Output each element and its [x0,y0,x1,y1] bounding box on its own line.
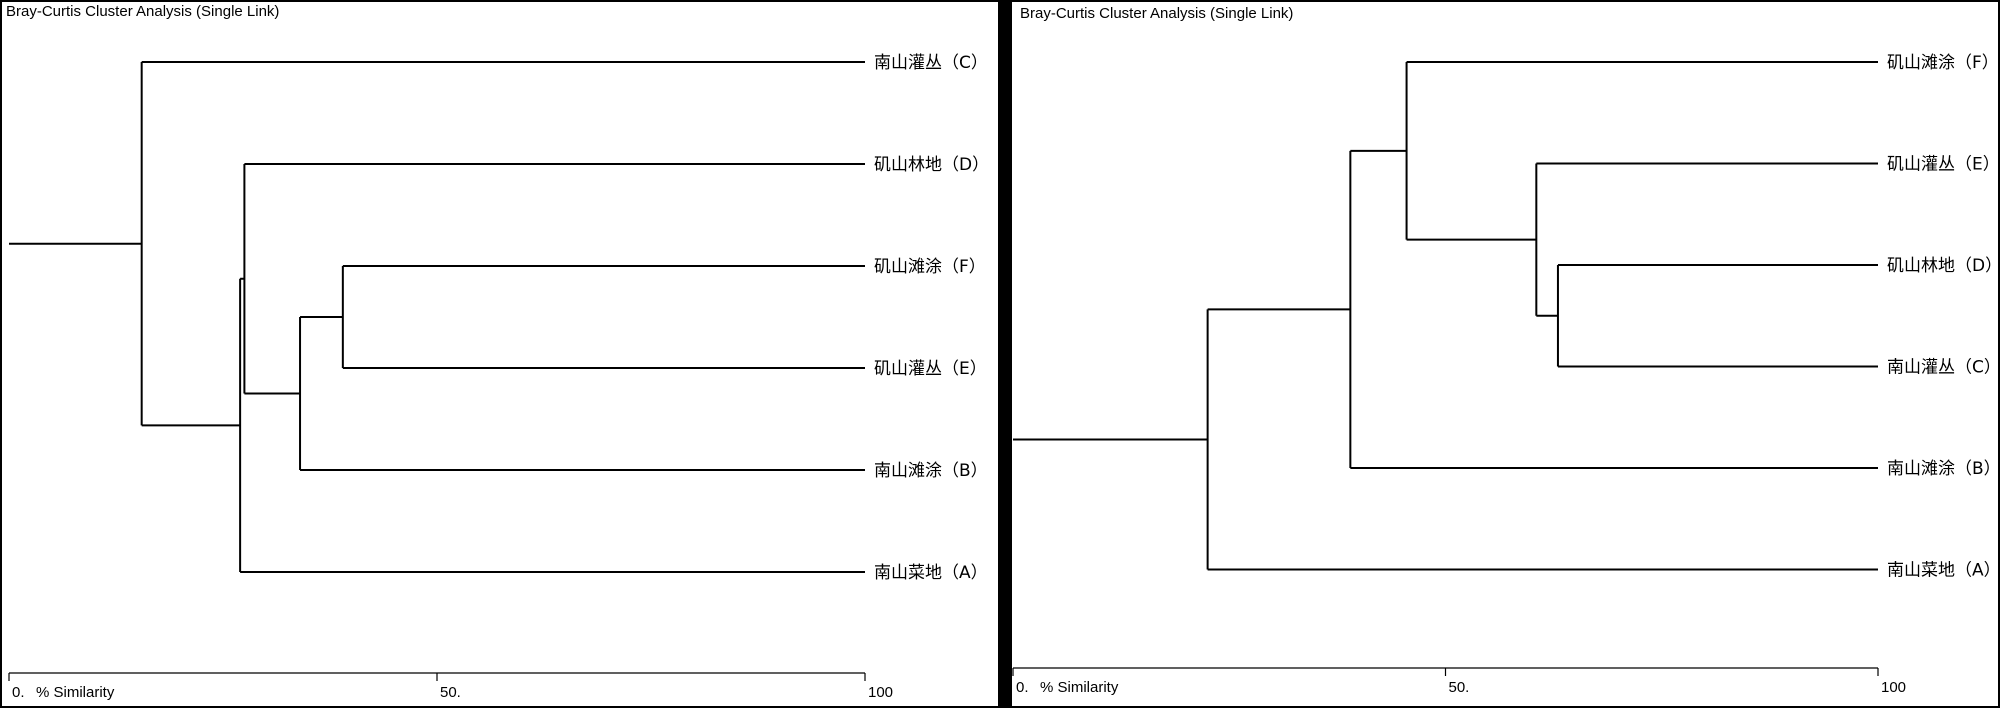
panel-divider [998,2,1012,706]
leaf-label: 矶山灌丛（E） [1887,155,1998,175]
x-tick-label: 0. [12,684,25,701]
chart-title: Bray-Curtis Cluster Analysis (Single Lin… [1020,5,1293,22]
leaf-label: 南山滩涂（B） [1887,459,1998,479]
x-tick-label: 0. [1016,679,1029,696]
dendrogram-panel-right: Bray-Curtis Cluster Analysis (Single Lin… [1012,2,1998,706]
x-axis-label: % Similarity [1040,679,1119,696]
dendrogram-left: Bray-Curtis Cluster Analysis (Single Lin… [6,3,989,701]
x-tick-label: 50. [440,684,461,701]
leaf-label: 南山菜地（A） [1887,561,1998,581]
leaf-label: 南山滩涂（B） [874,461,988,481]
x-tick-label: 100 [1881,679,1906,696]
dendrogram-right: Bray-Curtis Cluster Analysis (Single Lin… [1012,5,1998,696]
leaf-label: 南山菜地（A） [874,563,988,583]
leaf-label: 矶山滩涂（F） [874,257,986,277]
dendrogram-panel-left: Bray-Curtis Cluster Analysis (Single Lin… [2,2,998,706]
leaf-label: 矶山滩涂（F） [1887,53,1998,73]
leaf-label: 南山灌丛（C） [874,53,988,73]
leaf-label: 矶山灌丛（E） [874,359,987,379]
x-tick-label: 100 [868,684,893,701]
leaf-label: 矶山林地（D） [874,155,989,175]
leaf-label: 矶山林地（D） [1887,256,1998,276]
chart-title: Bray-Curtis Cluster Analysis (Single Lin… [6,3,279,20]
x-axis-label: % Similarity [36,684,115,701]
leaf-label: 南山灌丛（C） [1887,358,1998,378]
x-tick-label: 50. [1449,679,1470,696]
